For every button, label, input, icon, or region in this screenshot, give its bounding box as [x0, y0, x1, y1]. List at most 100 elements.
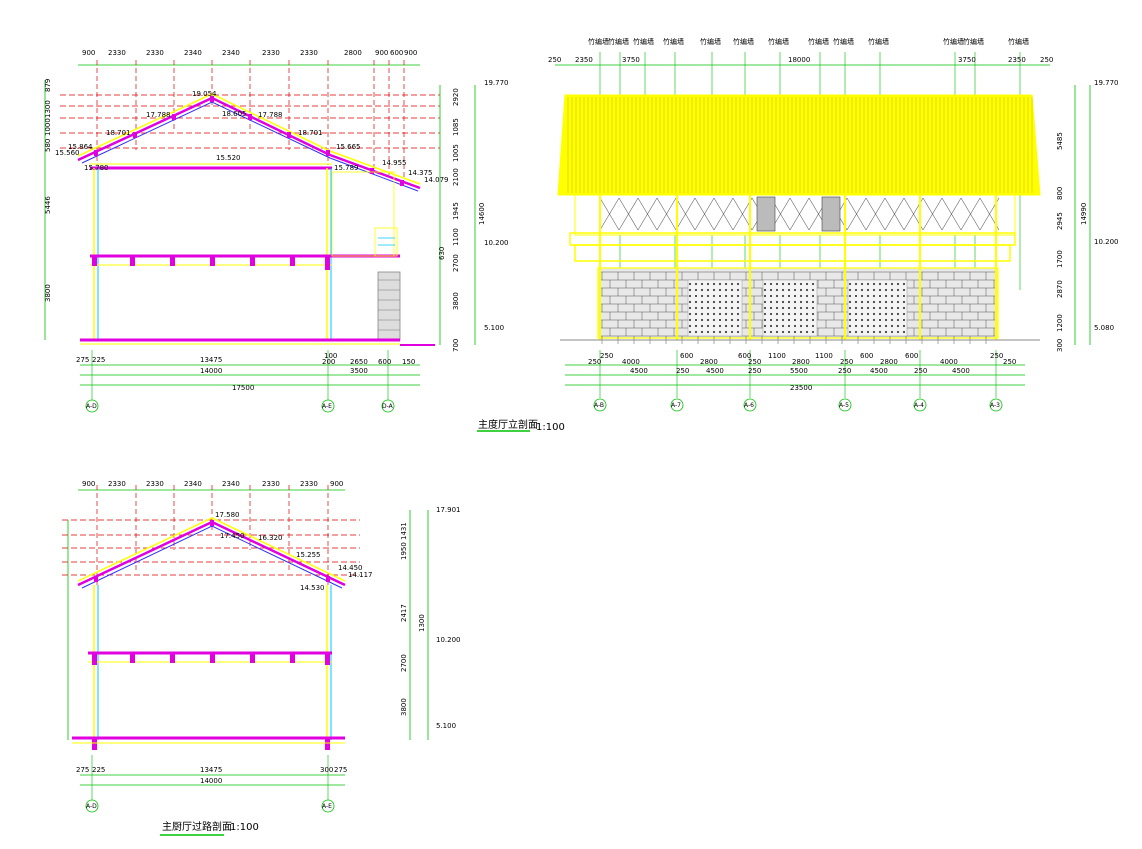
lattice-dot — [712, 312, 716, 316]
dim-b-bot1: 2800 — [792, 358, 810, 366]
dim-a-bot-2: 13475 — [200, 356, 222, 364]
lattice-dot — [787, 306, 791, 310]
dim-b-bot1: 600 — [860, 352, 873, 360]
lattice-dot — [781, 318, 785, 322]
elev-b-2: 5.080 — [1094, 324, 1114, 332]
lattice-dot — [718, 288, 722, 292]
lattice-dot — [724, 330, 728, 334]
elevation-drawing-b — [477, 52, 1091, 432]
dim-b-bot1: 2800 — [700, 358, 718, 366]
lattice-dot — [884, 300, 888, 304]
lattice-dot — [902, 306, 906, 310]
lattice-dot — [872, 288, 876, 292]
lattice-dot — [890, 318, 894, 322]
lattice-dot — [872, 312, 876, 316]
lattice-dot — [781, 288, 785, 292]
lattice-dot — [775, 282, 779, 286]
lattice-dot — [872, 306, 876, 310]
dim-a-right-6: 2700 — [452, 254, 460, 272]
lattice-dot — [902, 282, 906, 286]
callout-label: 竹编墙 — [663, 37, 684, 46]
lattice-dot — [896, 294, 900, 298]
lattice-dot — [775, 318, 779, 322]
callout-label: 竹编墙 — [1008, 37, 1029, 46]
dim-b-right-4: 2870 — [1056, 280, 1064, 298]
label-a-10: 15.520 — [216, 154, 241, 162]
dim-c-bot-3: 300 — [320, 766, 333, 774]
lattice-dot — [878, 330, 882, 334]
dim-c-top-1: 2330 — [108, 480, 126, 488]
dim-c-top-6: 2330 — [300, 480, 318, 488]
lattice-dot — [805, 306, 809, 310]
lattice-dot — [811, 288, 815, 292]
dim-a-top-0: 900 — [82, 49, 95, 57]
dim-b-right-0: 5485 — [1056, 132, 1064, 150]
lattice-dot — [872, 330, 876, 334]
lattice-dot — [763, 318, 767, 322]
dim-b-top-6: 250 — [1040, 56, 1053, 64]
lattice-dot — [896, 312, 900, 316]
lattice-dot — [724, 324, 728, 328]
lattice-dot — [878, 306, 882, 310]
lattice-dot — [700, 294, 704, 298]
lattice-dot — [712, 294, 716, 298]
lattice-dot — [724, 318, 728, 322]
lattice-dot — [799, 306, 803, 310]
lattice-dot — [730, 282, 734, 286]
dim-c-top-0: 900 — [82, 480, 95, 488]
lattice-dot — [781, 294, 785, 298]
lattice-dot — [860, 324, 864, 328]
lattice-dot — [769, 282, 773, 286]
lattice-dot — [724, 288, 728, 292]
lattice-dot — [884, 294, 888, 298]
lattice-dot — [781, 300, 785, 304]
dim-b-bot1: 600 — [680, 352, 693, 360]
axis-a-1: A-E — [322, 403, 332, 410]
lattice-dot — [718, 318, 722, 322]
lattice-dot — [700, 330, 704, 334]
dim-b-bot1: 250 — [990, 352, 1003, 360]
lattice-dot — [775, 294, 779, 298]
dim-a-left-2: 1000 — [44, 118, 52, 136]
lattice-dot — [848, 318, 852, 322]
dim-a-bot-5: 2650 — [350, 358, 368, 366]
lattice-dot — [694, 312, 698, 316]
dim-b-bot2: 4500 — [870, 367, 888, 375]
dim-b-top-4: 3750 — [958, 56, 976, 64]
lattice-dot — [787, 294, 791, 298]
label-a-9: 15.780 — [84, 164, 109, 172]
lattice-dot — [811, 282, 815, 286]
dim-a-right-5: 1100 — [452, 228, 460, 246]
dim-a-right-3: 2100 — [452, 168, 460, 186]
lattice-dot — [884, 330, 888, 334]
lattice-dot — [805, 288, 809, 292]
lattice-dot — [694, 330, 698, 334]
lattice-dot — [811, 324, 815, 328]
dim-b-right-5: 1200 — [1056, 314, 1064, 332]
lattice-dot — [896, 330, 900, 334]
axis-b-0: A-B — [594, 402, 604, 409]
lattice-dot — [712, 324, 716, 328]
lattice-dot — [688, 318, 692, 322]
lattice-dot — [854, 330, 858, 334]
lattice-dot — [805, 312, 809, 316]
lattice-dot — [799, 318, 803, 322]
dim-b-bot1: 600 — [905, 352, 918, 360]
elev-c-1: 10.200 — [436, 636, 461, 644]
lattice-dot — [730, 324, 734, 328]
dim-a-left-5: 3800 — [44, 284, 52, 302]
dim-c-bot-4: 275 — [334, 766, 347, 774]
lattice-dot — [730, 312, 734, 316]
lattice-dot — [787, 318, 791, 322]
dim-b-bot2: 250 — [748, 367, 761, 375]
lattice-dot — [811, 306, 815, 310]
label-c-2: 16.320 — [258, 534, 283, 542]
lattice-dot — [805, 300, 809, 304]
elev-c-2: 5.100 — [436, 722, 456, 730]
dim-a-bot-6: 600 — [378, 358, 391, 366]
dim-c-right-2: 2417 — [400, 604, 408, 622]
label-a-11: 14.955 — [382, 159, 407, 167]
dim-a-top-7: 2800 — [344, 49, 362, 57]
lattice-dot — [712, 288, 716, 292]
callout-label: 竹编墙 — [808, 37, 829, 46]
